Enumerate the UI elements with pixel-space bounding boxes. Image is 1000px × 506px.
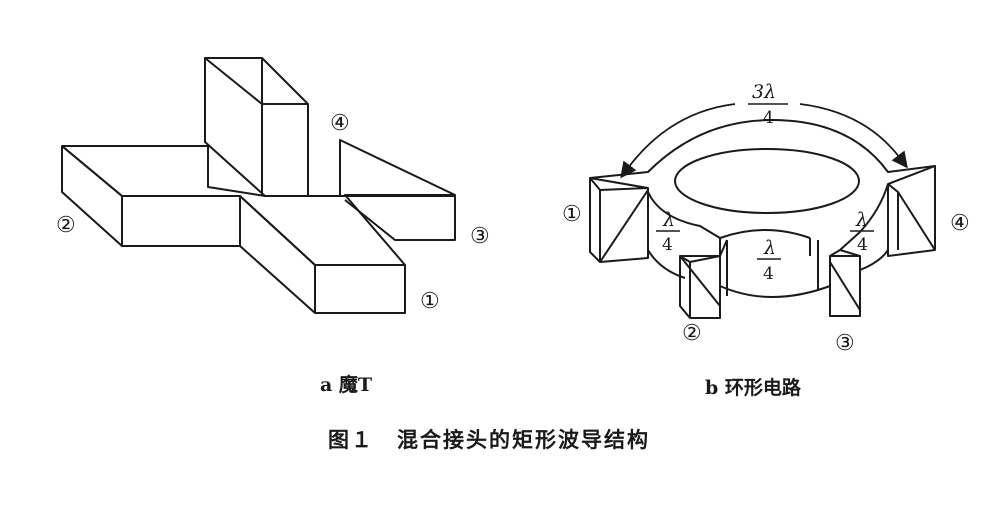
- ring-port-4: ④: [950, 211, 970, 236]
- magic-t-port-4: ④: [330, 111, 350, 136]
- magic-t-port-1: ①: [420, 289, 440, 314]
- magic-t-arm-port2: [61, 145, 241, 247]
- ring-arm-port1: [589, 177, 649, 263]
- arc-label-denominator: 4: [763, 108, 774, 128]
- figure-caption: 图１ 混合接头的矩形波导结构: [328, 427, 650, 452]
- ring-arrow-right: [799, 103, 908, 169]
- ring-arm-port4: [887, 165, 936, 257]
- ring-outer-edge: [589, 119, 936, 179]
- ring-port-1: ①: [562, 202, 582, 227]
- magic-t-caption: a 魔T: [320, 373, 372, 396]
- magic-t-diagram: [61, 57, 456, 314]
- ring-arm-port3: [829, 249, 861, 317]
- ring-arm-port2: [679, 255, 721, 319]
- segment-label-2-den: 4: [763, 264, 774, 284]
- magic-t-arm-port4: [204, 57, 309, 197]
- segment-label-2-num: λ: [763, 237, 776, 259]
- magic-t-arm-port3: [340, 195, 456, 241]
- magic-t-port-2: ②: [56, 213, 76, 238]
- segment-label-1-den: 4: [662, 235, 673, 255]
- ring-arrow-left: [620, 103, 736, 179]
- ring-port-2: ②: [682, 321, 702, 346]
- ring-port-3: ③: [835, 331, 855, 356]
- magic-t-arm-port1: [239, 195, 406, 314]
- arc-label-numerator: 3λ: [752, 81, 776, 103]
- ring-inner-hole: [674, 148, 860, 214]
- ring-circuit-caption: b 环形电路: [705, 376, 802, 399]
- segment-label-3-den: 4: [857, 235, 868, 255]
- segment-label-3-num: λ: [855, 209, 868, 231]
- segment-label-1-num: λ: [662, 209, 675, 231]
- ring-circuit-diagram: [589, 119, 936, 319]
- magic-t-port-3: ③: [470, 224, 490, 249]
